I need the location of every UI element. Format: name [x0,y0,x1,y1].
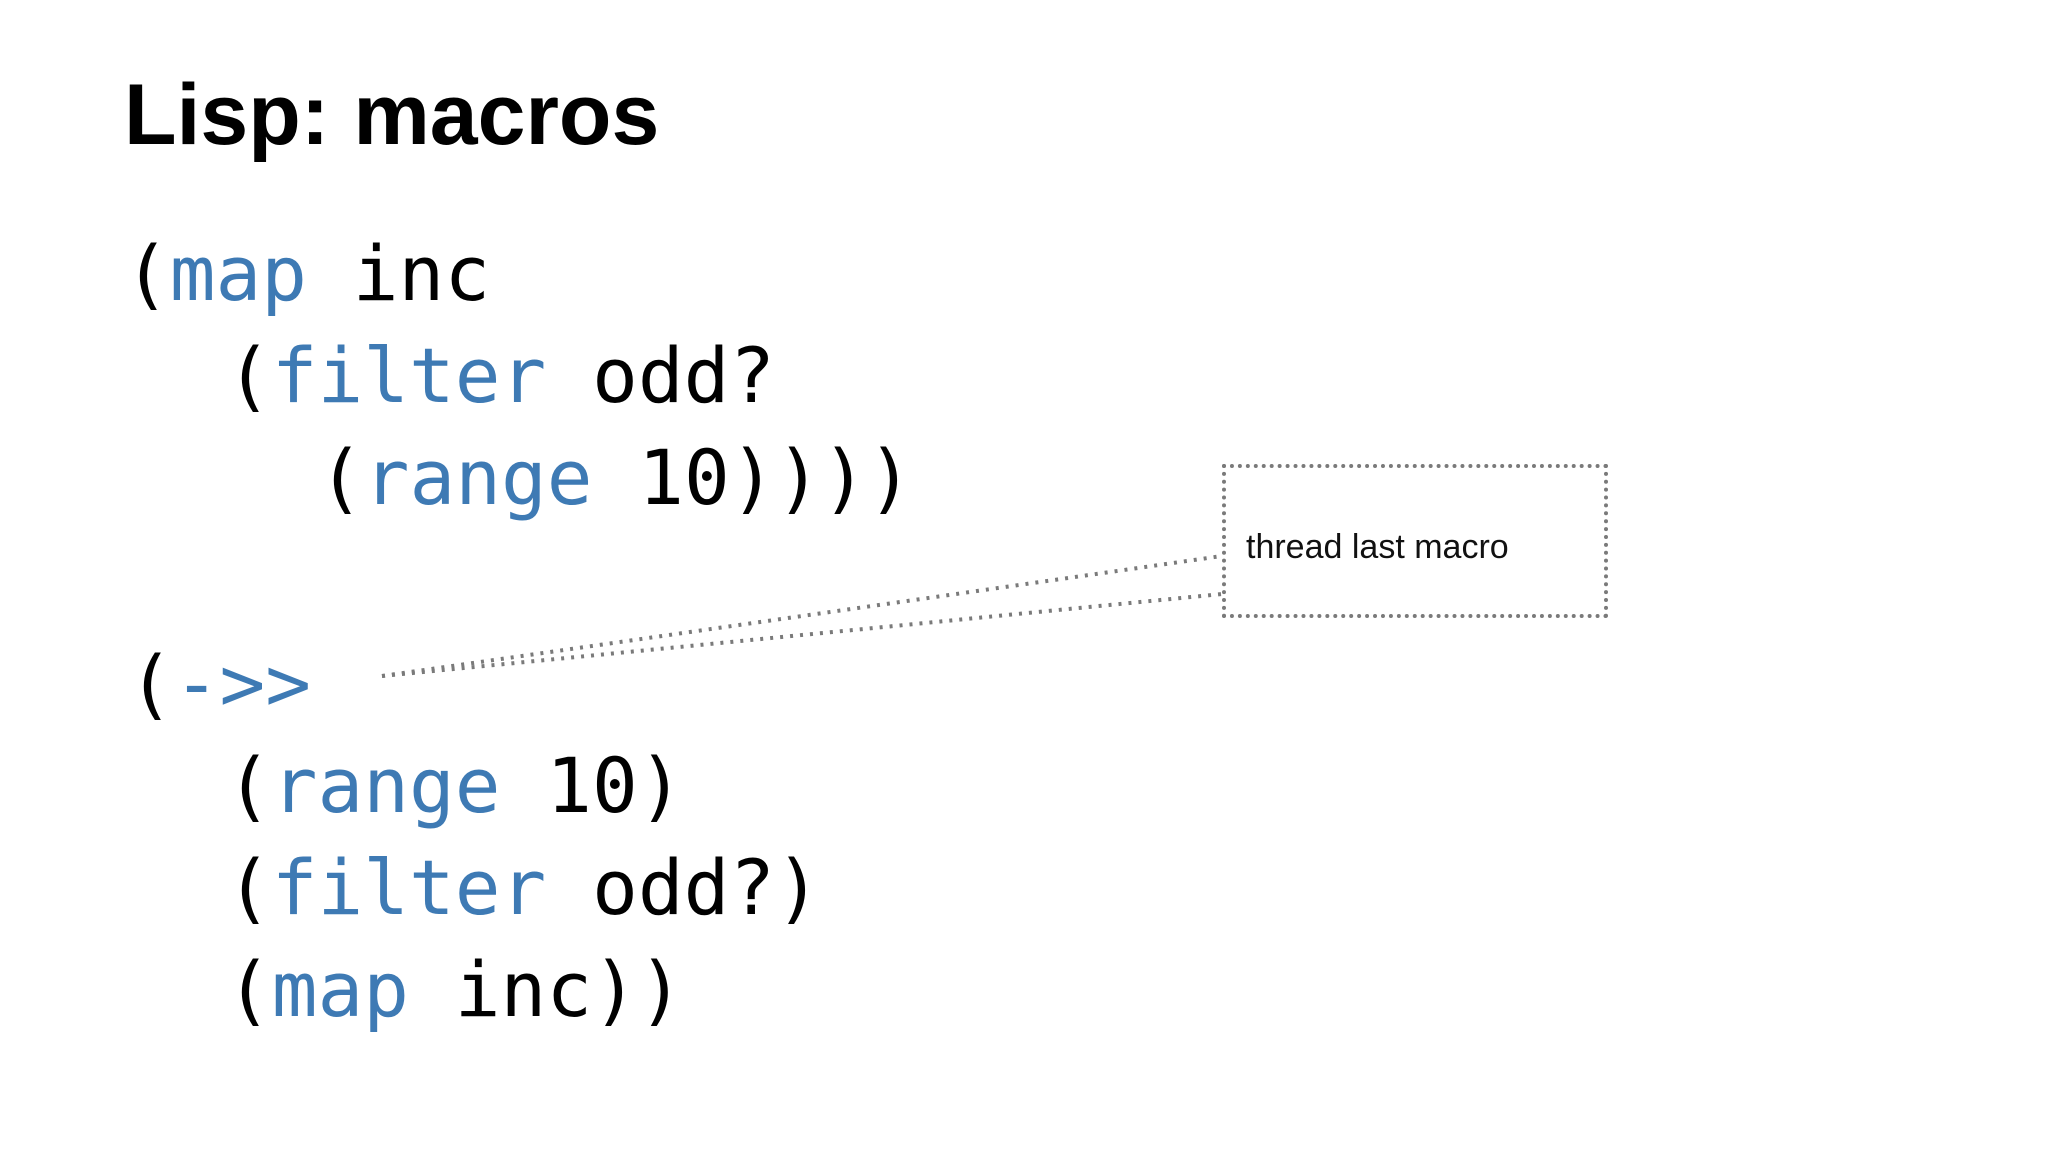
paren: ( [226,843,272,932]
paren: ( [318,433,364,522]
code-keyword: filter [271,843,547,932]
code-keyword: map [271,945,410,1034]
code-args: 10) [500,741,684,830]
code-line: (map inc)) [226,952,684,1028]
code-line: (filter odd?) [226,850,821,926]
paren: ( [128,639,174,728]
code-args: 10)))) [592,433,913,522]
code-args: inc [307,229,491,318]
callout-label: thread last macro [1246,528,1509,566]
code-line: (map inc [124,236,490,312]
code-line: (range 10)))) [318,440,913,516]
paren: ( [226,331,272,420]
callout-leader-line [381,554,1223,678]
paren: ( [226,945,272,1034]
code-args: inc)) [409,945,684,1034]
code-line: (filter odd? [226,338,775,414]
code-keyword: filter [271,331,547,420]
code-keyword: ->> [173,639,312,728]
code-keyword: range [271,741,501,830]
code-args: odd?) [546,843,821,932]
paren: ( [124,229,170,318]
code-args: odd? [546,331,776,420]
paren: ( [226,741,272,830]
code-line: (range 10) [226,748,684,824]
code-keyword: range [363,433,593,522]
callout-leader-line [381,592,1223,678]
code-line: (->> [128,646,311,722]
callout-box: thread last macro [1222,464,1608,618]
slide-title: Lisp: macros [124,67,660,163]
code-keyword: map [169,229,308,318]
